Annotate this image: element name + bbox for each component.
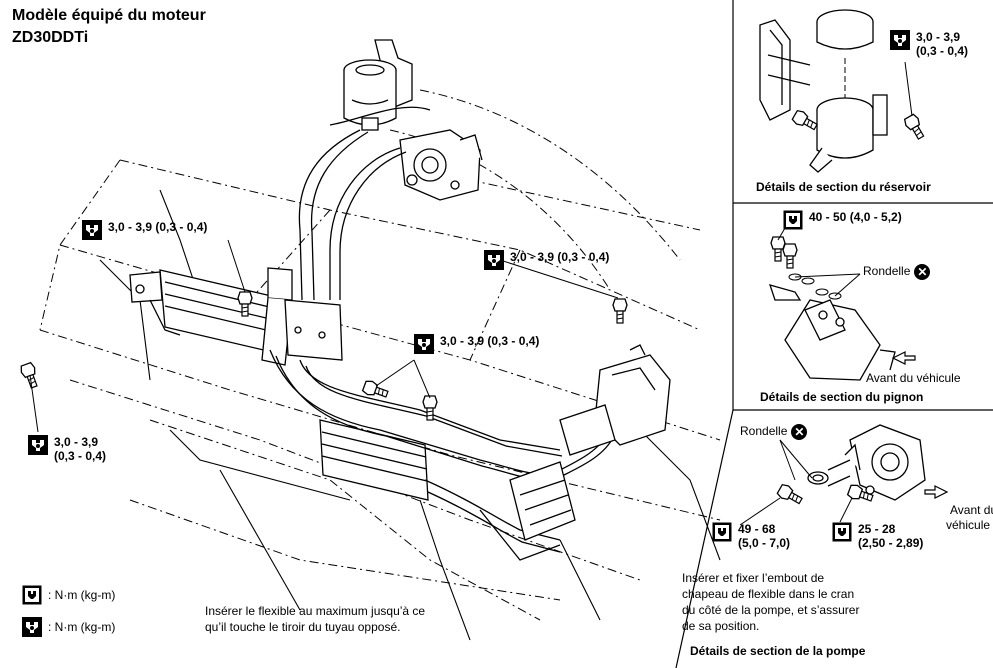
torque-wrench-icon bbox=[890, 30, 910, 50]
pump-front-label-2: véhicule bbox=[946, 518, 991, 532]
torque-value-center: 3,0 - 3,9 (0,3 - 0,4) bbox=[440, 334, 540, 348]
reservoir-detail bbox=[759, 9, 888, 173]
panel-borders bbox=[675, 0, 993, 668]
bottom-note-line-1: Insérer le flexible au maximum jusqu’à c… bbox=[205, 604, 426, 618]
legend-item-2: : N·m (kg-m) bbox=[22, 617, 115, 637]
reservoir-torque-line-1: 3,0 - 3,9 bbox=[916, 30, 961, 44]
hoses bbox=[298, 106, 431, 301]
pump-instruction-line-2: chapeau de flexible dans le cran bbox=[682, 587, 855, 601]
pinion-torque-value: 40 - 50 (4,0 - 5,2) bbox=[809, 210, 902, 224]
pinion-caption: Détails de section du pignon bbox=[760, 390, 924, 404]
pinion-torque: 40 - 50 (4,0 - 5,2) bbox=[783, 210, 902, 230]
pump-torque-a-line-1: 49 - 68 bbox=[738, 522, 776, 536]
reservoir-torque-line-2: (0,3 - 0,4) bbox=[916, 44, 969, 58]
torque-far-left-line-2: (0,3 - 0,4) bbox=[54, 449, 107, 463]
pump-detail bbox=[807, 424, 926, 501]
torque-wrench-outline-icon bbox=[712, 522, 732, 542]
torque-label-far-left: 3,0 - 3,9 (0,3 - 0,4) bbox=[28, 435, 106, 463]
pump-caption: Détails de section de la pompe bbox=[690, 644, 866, 658]
torque-wrench-icon bbox=[82, 220, 102, 240]
chassis-outline bbox=[39, 89, 721, 621]
bottom-note: Insérer le flexible au maximum jusqu’à c… bbox=[205, 603, 425, 635]
torque-wrench-icon bbox=[414, 334, 434, 354]
title-line-2: ZD30DDTi bbox=[12, 29, 89, 46]
pinion-washer-label: Rondelle✕ bbox=[863, 264, 931, 280]
pump-instruction-line-4: de sa position. bbox=[682, 619, 760, 633]
torque-label-center: 3,0 - 3,9 (0,3 - 0,4) bbox=[414, 334, 539, 354]
torque-wrench-icon bbox=[28, 435, 48, 455]
reservoir-caption: Détails de section du réservoir bbox=[756, 180, 931, 194]
legend-item-1: : N·m (kg-m) bbox=[22, 585, 115, 605]
pump-main bbox=[399, 129, 483, 201]
pump-front-label-1: Avant du bbox=[950, 503, 993, 517]
torque-wrench-outline-icon bbox=[22, 585, 42, 605]
pinion-detail bbox=[768, 284, 896, 381]
pump-instruction: Insérer et fixer l’embout de chapeau de … bbox=[682, 570, 859, 634]
pinion-washer-text: Rondelle bbox=[863, 264, 911, 279]
steering-lines bbox=[269, 349, 615, 561]
torque-wrench-icon bbox=[484, 250, 504, 270]
pump-torque-b: 25 - 28 (2,50 - 2,89) bbox=[832, 522, 923, 550]
pump-torque-a-line-2: (5,0 - 7,0) bbox=[738, 536, 791, 550]
pump-front-arrow bbox=[924, 485, 949, 499]
pump-instruction-line-1: Insérer et fixer l’embout de bbox=[682, 571, 825, 585]
pump-torque-a: 49 - 68 (5,0 - 7,0) bbox=[712, 522, 790, 550]
pump-washer-text: Rondelle bbox=[740, 424, 788, 439]
pinion-front-arrow bbox=[891, 351, 916, 365]
leader-lines bbox=[29, 239, 619, 433]
torque-wrench-icon bbox=[22, 617, 42, 637]
torque-value-right: 3,0 - 3,9 (0,3 - 0,4) bbox=[510, 250, 610, 264]
bracket-center bbox=[261, 267, 343, 366]
pump-washer-label: Rondelle✕ bbox=[740, 424, 808, 440]
oil-cooler-upper bbox=[129, 269, 286, 356]
steering-gear bbox=[509, 344, 671, 541]
legend-item-1-text: : N·m (kg-m) bbox=[48, 588, 116, 602]
do-not-reuse-icon: ✕ bbox=[791, 424, 808, 440]
title-line-1: Modèle équipé du moteur bbox=[12, 7, 206, 24]
pump-torque-b-line-2: (2,50 - 2,89) bbox=[858, 536, 924, 550]
bottom-note-line-2: qu’il touche le tiroir du tuyau opposé. bbox=[205, 620, 401, 634]
oil-cooler-lower bbox=[319, 419, 429, 501]
reservoir-torque: 3,0 - 3,9 (0,3 - 0,4) bbox=[890, 30, 968, 58]
do-not-reuse-icon: ✕ bbox=[914, 264, 931, 280]
torque-label-left: 3,0 - 3,9 (0,3 - 0,4) bbox=[82, 220, 207, 240]
torque-wrench-outline-icon bbox=[783, 210, 803, 230]
torque-value-left: 3,0 - 3,9 (0,3 - 0,4) bbox=[108, 220, 208, 234]
pinion-front-label: Avant du véhicule bbox=[866, 371, 961, 385]
torque-label-right: 3,0 - 3,9 (0,3 - 0,4) bbox=[484, 250, 609, 270]
pump-torque-b-line-1: 25 - 28 bbox=[858, 522, 896, 536]
pump-instruction-line-3: du côté de la pompe, et s’assurer bbox=[682, 603, 860, 617]
reservoir-main bbox=[343, 39, 413, 131]
legend-item-2-text: : N·m (kg-m) bbox=[48, 620, 116, 634]
torque-wrench-outline-icon bbox=[832, 522, 852, 542]
torque-far-left-line-1: 3,0 - 3,9 bbox=[54, 435, 99, 449]
pinion-washers bbox=[788, 273, 842, 300]
